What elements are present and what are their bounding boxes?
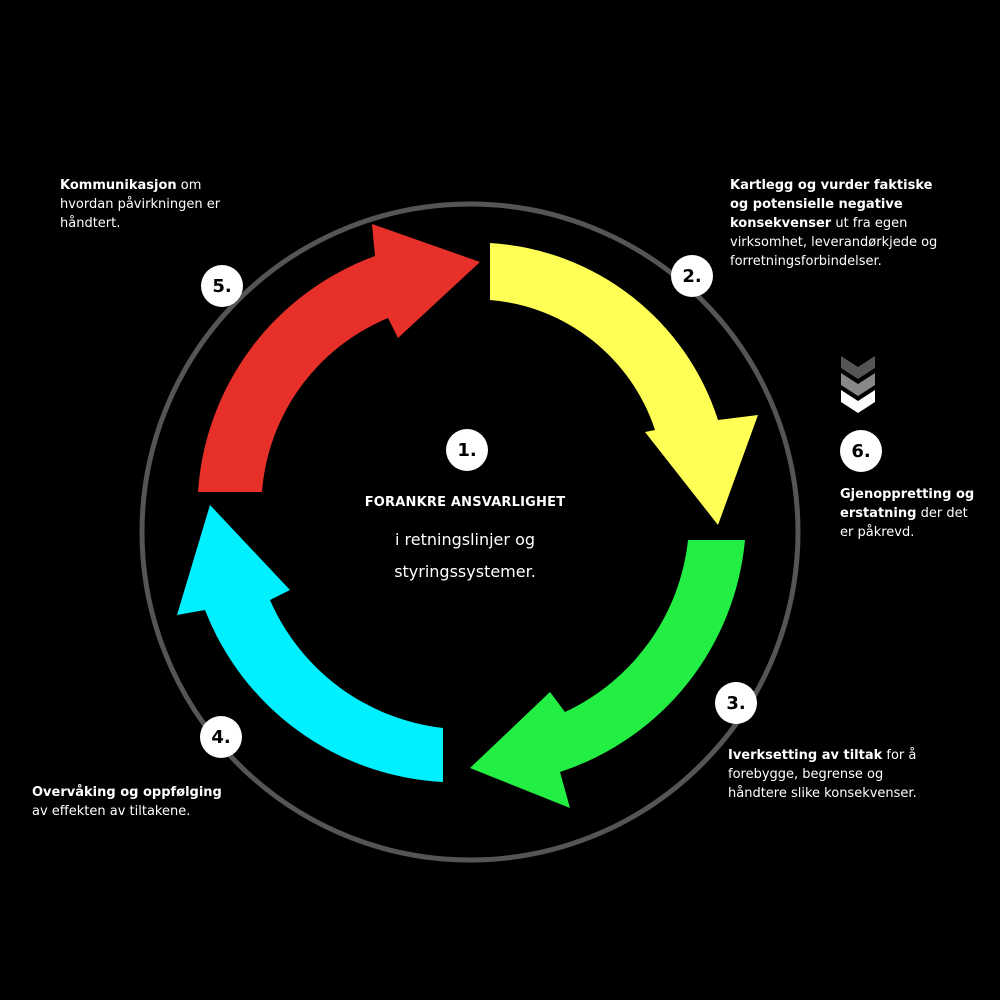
step-5-text: Kommunikasjon om hvordan påvirkningen er…: [60, 176, 245, 233]
center-subtitle-line-1: i retningslinjer og: [394, 530, 536, 549]
center-title: FORANKRE ANSVARLIGHET: [364, 495, 566, 510]
step-6-rest: der det er påkrevd.: [840, 506, 968, 540]
badge-step-1: 1.: [446, 429, 488, 471]
step-5-rest: om hvordan påvirkningen er håndtert.: [60, 178, 221, 231]
step-5-bold: Kommunikasjon: [60, 178, 177, 193]
step-6-text: Gjenoppretting og erstatning der det er …: [840, 485, 980, 542]
step-4-bold: Overvåking og oppfølging: [32, 785, 222, 800]
step-3-rest: for å forebygge, begrense og håndtere sl…: [728, 748, 917, 801]
outer-ring: [139, 201, 801, 863]
step-4-rest: av effekten av tiltakene.: [32, 804, 191, 819]
badge-step-4: 4.: [200, 716, 242, 758]
arrow-step-3: [470, 540, 745, 808]
badge-step-5: 5.: [201, 265, 243, 307]
step-3-bold: Iverksetting av tiltak: [728, 748, 883, 763]
step-2-bold: Kartlegg og vurder faktiske og potensiel…: [730, 178, 933, 231]
step-4-text: Overvåking og oppfølging av effekten av …: [32, 783, 232, 821]
center-subtitle-line-2: styringssystemer.: [394, 562, 536, 581]
center-subtitle: i retningslinjer og styringssystemer.: [300, 524, 630, 588]
arrow-step-5: [198, 224, 480, 492]
step-3-text: Iverksetting av tiltak for å forebygge, …: [728, 746, 938, 803]
badge-step-2: 2.: [671, 255, 713, 297]
step-6-bold: Gjenoppretting og erstatning: [840, 487, 975, 521]
badge-step-3: 3.: [715, 682, 757, 724]
badge-step-6: 6.: [840, 430, 882, 472]
arrow-step-4: [177, 505, 443, 782]
chevron-down-icon: [841, 356, 875, 413]
step-2-text: Kartlegg og vurder faktiske og potensiel…: [730, 176, 940, 271]
arrow-step-2: [490, 243, 758, 525]
step-2-rest: ut fra egen virksomhet, leverandørkjede …: [730, 216, 938, 269]
